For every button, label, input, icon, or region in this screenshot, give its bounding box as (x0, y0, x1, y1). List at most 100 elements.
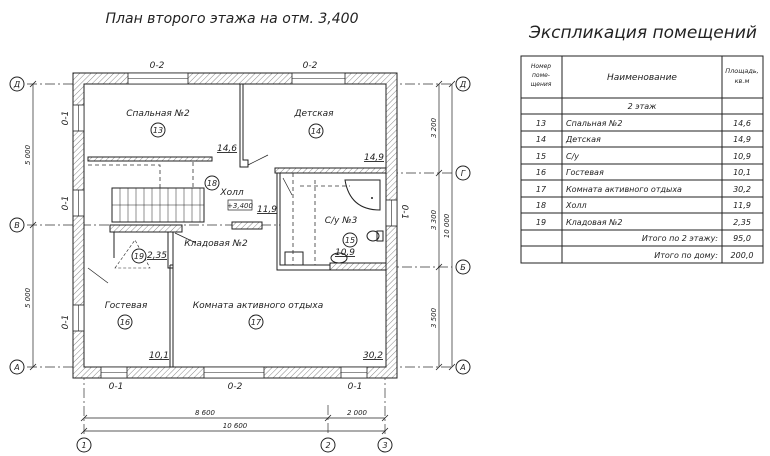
drawing-label: поме- (532, 72, 550, 79)
drawing-mark (204, 175, 220, 191)
drawing-label: 14,6 (733, 119, 751, 128)
drawing-mark (282, 177, 293, 196)
drawing-label: кв.м (735, 77, 750, 85)
drawing-label: 2,35 (733, 218, 751, 227)
drawing-label: 0-2 (228, 382, 243, 392)
drawing-label: 19 (536, 218, 546, 227)
drawing-mark (284, 251, 304, 266)
drawing-mark (9, 359, 25, 375)
drawing-label: Площадь, (725, 67, 759, 75)
drawing-label: щения (531, 81, 552, 88)
drawing-label: Кладовая №2 (566, 218, 623, 227)
drawing-mark (9, 217, 25, 233)
drawing-label: 30,2 (363, 351, 383, 361)
drawing-mark (109, 224, 183, 233)
drawing-label: 18 (207, 179, 217, 188)
drawing-label: 0-1 (61, 315, 71, 330)
drawing-mark (308, 123, 324, 139)
room-13-name: Спальная №2 (126, 109, 190, 119)
windows (72, 72, 398, 379)
total-house-label: Итого по дому: (654, 251, 718, 260)
explication-table: Номер поме- щения Наименование Площадь, … (520, 55, 764, 264)
drawing-mark (174, 232, 197, 244)
drawing-label: С/у (566, 152, 579, 161)
window-marks: 0-2 0-2 0-1 0-2 0-1 0-1 0-1 0-1 0-1 (61, 61, 409, 392)
drawing-label: Наименование (607, 73, 677, 83)
total-floor-label: Итого по 2 этажу: (642, 234, 718, 243)
drawing-mark (292, 173, 316, 265)
drawing-mark (344, 179, 381, 211)
drawing-label: 17 (251, 318, 262, 327)
drawing-label: 8 600 (195, 409, 216, 417)
drawing-mark (131, 248, 147, 264)
drawing-mark (72, 72, 398, 379)
drawing-label: 0-1 (399, 205, 409, 220)
drawing-label: 2 000 (347, 409, 368, 417)
drawing-mark (227, 199, 253, 211)
drawing-label: Д (459, 80, 466, 89)
drawing-mark (366, 230, 380, 242)
doors (87, 154, 293, 284)
drawing-label: 0-1 (109, 382, 124, 392)
drawing-mark (455, 76, 471, 92)
plan-title: План второго этажа на отм. 3,400 (106, 11, 359, 27)
drawing-label: 3 (382, 441, 387, 450)
drawing-label: 10,9 (335, 248, 355, 258)
drawing-label: 14 (311, 127, 321, 136)
exterior-walls (72, 72, 398, 379)
drawing-label: 1 (81, 441, 86, 450)
drawing-mark (87, 267, 109, 284)
room-16-name: Гостевая (105, 301, 148, 311)
table-row: 19 Кладовая №2 2,35 (536, 218, 751, 227)
drawing-label: Б (460, 263, 466, 272)
drawing-label: Комната активного отдыха (566, 185, 682, 194)
drawing-label: А (13, 363, 19, 372)
drawing-label: 10,1 (733, 168, 751, 177)
drawing-label: 14 (536, 135, 546, 144)
drawing-mark (371, 197, 373, 199)
drawing-mark (455, 259, 471, 275)
drawing-label: 30,2 (733, 185, 751, 194)
drawing-label: 14,9 (364, 153, 384, 163)
drawing-label: 5 000 (24, 144, 32, 165)
bath-fixtures (292, 173, 384, 265)
drawing-label: 10,1 (149, 351, 169, 361)
drawing-mark (330, 252, 348, 264)
drawing-mark (320, 437, 336, 453)
drawing-mark (29, 80, 37, 371)
drawing-label: Номер (531, 63, 551, 70)
drawing-mark (87, 156, 213, 162)
drawing-label: 0-1 (61, 196, 71, 211)
drawing-label: 2 (325, 441, 330, 450)
drawing-label: Холл (565, 201, 587, 210)
drawing-label: 0-1 (348, 382, 363, 392)
drawing-mark (435, 80, 456, 371)
drawing-label: 3 500 (430, 307, 438, 328)
drawing-label: 2,35 (147, 251, 167, 261)
drawing-mark (520, 55, 764, 264)
staircase (88, 162, 205, 269)
interior-walls (87, 84, 387, 367)
drawing-label: 19 (134, 252, 144, 261)
drawing-label: А (459, 363, 465, 372)
drawing-label: Г (461, 169, 466, 178)
drawing-label: Д (13, 80, 20, 89)
drawing-label: 11,9 (733, 201, 751, 210)
room-15-name: С/у №3 (325, 216, 358, 226)
drawing-mark (80, 414, 389, 435)
drawing-mark (167, 232, 174, 269)
room-18-name: Холл (219, 188, 243, 198)
drawing-label: 13 (153, 126, 163, 135)
drawing-label: 15 (536, 152, 546, 161)
drawing-label: 14,6 (217, 144, 237, 154)
axis-bubbles: Д В А Д Г Б А 1 2 3 (9, 76, 471, 453)
drawing-label: 0-2 (150, 61, 165, 71)
drawing-mark (169, 264, 174, 367)
drawing-mark (88, 164, 161, 188)
drawing-label: Гостевая (566, 168, 604, 177)
